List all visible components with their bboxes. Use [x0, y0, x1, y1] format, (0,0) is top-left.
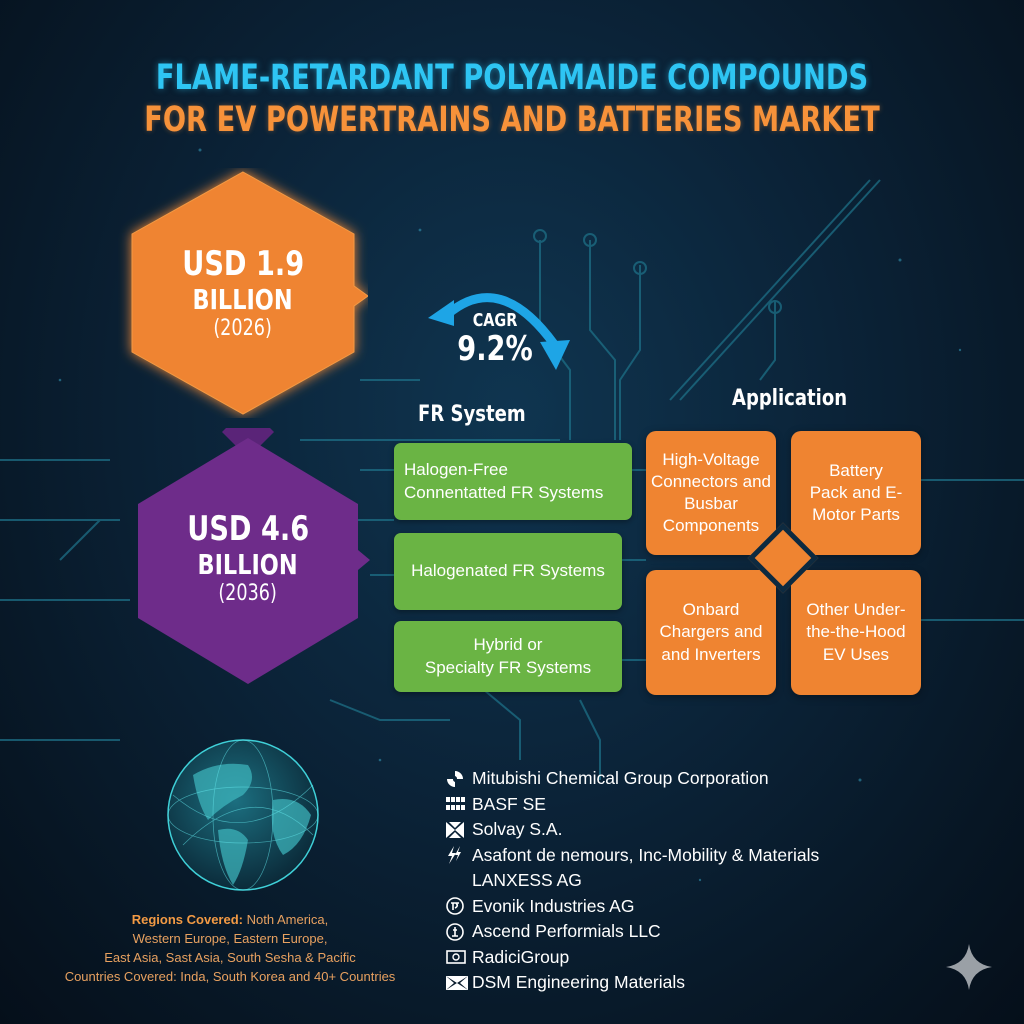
market-size-2036-hexagon: USD 4.6 BILLION (2036)	[122, 428, 374, 688]
cagr-block: CAGR 9.2%	[440, 310, 550, 369]
company-name: BASF SE	[472, 793, 546, 814]
title-line-1: FLAME-RETARDANT POLYAMAIDE COMPOUNDS	[155, 58, 869, 98]
fr-item-line: Hybrid or	[473, 635, 543, 655]
company-item: Asafont de nemours, Inc-Mobility & Mater…	[446, 843, 819, 869]
regions-line: Western Europe, Eastern Europe,	[132, 931, 328, 946]
cagr-arrow-icon	[428, 293, 570, 370]
cagr-label: CAGR	[472, 310, 518, 331]
application-item-label: High-Voltage Connectors and Busbar Compo…	[650, 449, 772, 536]
application-item-label: Other Under-the-the-Hood EV Uses	[806, 600, 906, 664]
company-item: Evonik Industries AG	[446, 894, 819, 920]
company-item: LANXESS AG	[446, 868, 819, 894]
market-size-2026-hexagon: USD 1.9 BILLION (2026)	[118, 168, 368, 418]
market-value-2036: USD 4.6	[187, 508, 309, 549]
application-item: Battery Pack and E-Motor Parts	[791, 431, 921, 555]
market-year-2026: (2026)	[213, 315, 273, 341]
market-value-2026: USD 1.9	[182, 243, 304, 284]
sparkle-icon	[946, 944, 992, 990]
market-unit-2036: BILLION	[197, 547, 299, 581]
company-name: Ascend Performials LLC	[472, 921, 661, 942]
company-item: Mitubishi Chemical Group Corporation	[446, 766, 819, 792]
fr-item-line: Halogenated FR Systems	[411, 561, 605, 581]
company-item: Ascend Performials LLC	[446, 919, 819, 945]
lightning-logo-icon	[446, 846, 472, 865]
title-line-2: FOR EV POWERTRAINS AND BATTERIES MARKET	[144, 100, 880, 140]
evonik-logo-icon	[446, 897, 472, 916]
company-name: RadiciGroup	[472, 946, 570, 967]
company-item: BASF SE	[446, 792, 819, 818]
basf-logo-icon	[446, 797, 472, 811]
application-item: Onbard Chargers and and Inverters	[646, 570, 776, 695]
fr-system-item: Halogenated FR Systems	[394, 533, 622, 610]
swirl-logo-icon	[446, 770, 472, 788]
regions-label: Regions Covered:	[131, 912, 243, 927]
company-name: Solvay S.A.	[472, 819, 563, 840]
application-item-label: Onbard Chargers and and Inverters	[659, 600, 763, 664]
fr-item-line: Connentatted FR Systems	[404, 482, 604, 502]
regions-line: Noth America,	[246, 912, 329, 927]
dsm-logo-icon	[446, 975, 472, 990]
market-year-2036: (2036)	[218, 580, 278, 606]
companies-list: Mitubishi Chemical Group Corporation BAS…	[446, 766, 819, 996]
hexagon-shape-icon	[138, 428, 370, 684]
cagr-value: 9.2%	[457, 329, 533, 369]
application-item: Other Under-the-the-Hood EV Uses	[791, 570, 921, 695]
company-name: DSM Engineering Materials	[472, 972, 686, 993]
ascend-logo-icon	[446, 922, 472, 941]
company-item: Solvay S.A.	[446, 817, 819, 843]
company-name: Mitubishi Chemical Group Corporation	[472, 768, 769, 789]
globe-icon	[167, 739, 319, 891]
application-item: High-Voltage Connectors and Busbar Compo…	[646, 431, 776, 555]
regions-covered: Regions Covered: Noth America, Western E…	[60, 910, 400, 986]
company-name: Evonik Industries AG	[472, 895, 635, 916]
fr-system-heading: FR System	[418, 402, 526, 427]
fr-system-item: Halogen-Free Connentatted FR Systems	[394, 443, 632, 520]
countries-covered: Countries Covered: Inda, South Korea and…	[64, 969, 396, 984]
regions-line: East Asia, Sast Asia, South Sesha & Paci…	[104, 950, 356, 965]
company-item: DSM Engineering Materials	[446, 970, 819, 996]
hexagon-shape-icon	[131, 171, 368, 415]
company-name: Asafont de nemours, Inc-Mobility & Mater…	[472, 844, 820, 865]
fr-item-line: Halogen-Free	[404, 460, 508, 480]
radici-logo-icon	[446, 950, 472, 965]
company-item: RadiciGroup	[446, 945, 819, 971]
solvay-logo-icon	[446, 821, 472, 838]
application-item-label: Battery Pack and E-Motor Parts	[809, 460, 903, 525]
market-unit-2026: BILLION	[192, 282, 294, 316]
fr-system-item: Hybrid or Specialty FR Systems	[394, 621, 622, 692]
company-name: LANXESS AG	[472, 870, 582, 891]
fr-item-line: Specialty FR Systems	[424, 657, 592, 677]
application-heading: Application	[732, 386, 848, 411]
